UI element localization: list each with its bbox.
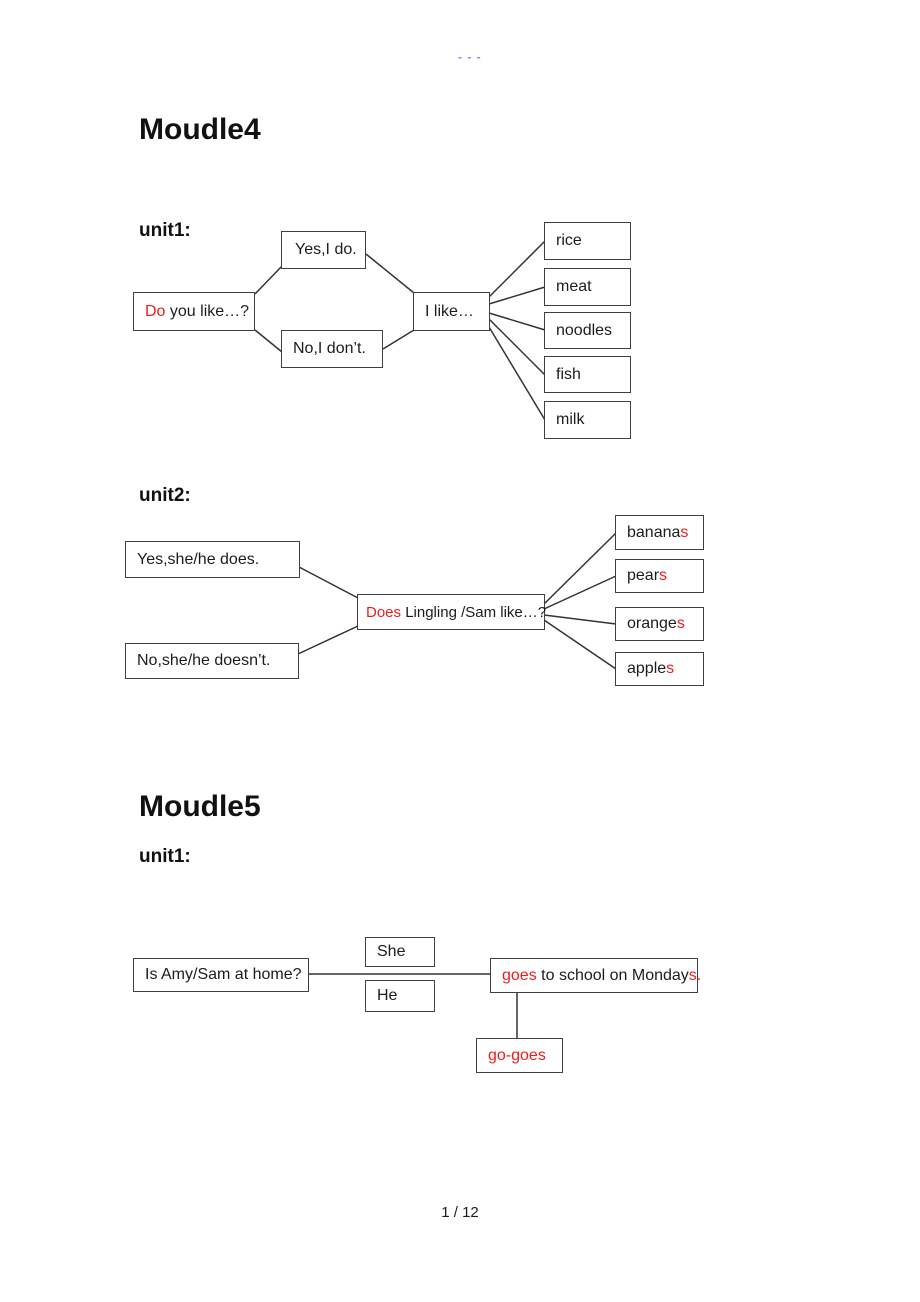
box-does-lingling-sam-like: Does Lingling /Sam like…? <box>357 594 547 630</box>
go-goes-text: go-goes <box>488 1046 546 1064</box>
box-fruit-pears: pears <box>615 559 704 593</box>
i-like-text: I like… <box>425 302 474 320</box>
yes-she-he-does-text: Yes,she/he does. <box>137 550 260 568</box>
no-i-dont-text: No,I don’t. <box>293 340 366 357</box>
box-no-she-he-doesnt: No,she/he doesn’t. <box>125 643 299 679</box>
module4-unit1-label: unit1: <box>139 220 191 241</box>
pronoun-he-text: He <box>377 987 398 1004</box>
box-fruit-oranges: oranges <box>615 607 704 641</box>
module5-title: Moudle5 <box>139 790 261 823</box>
box-food-noodles: noodles <box>544 312 631 349</box>
box-food-meat: meat <box>544 268 631 306</box>
yes-i-do-text: Yes,I do. <box>295 241 357 258</box>
footer-page-number: 1 / 12 <box>441 1204 479 1221</box>
box-pronoun-she: She <box>365 937 435 967</box>
box-food-rice: rice <box>544 222 631 260</box>
module5-unit1-label: unit1: <box>139 846 191 867</box>
do-rest-text: you like…? <box>165 302 250 320</box>
does-red-text: Does <box>366 603 402 621</box>
food-rice-text: rice <box>556 232 582 249</box>
fruit-bananas-suffix: s <box>680 523 689 541</box>
fruit-apples-suffix: s <box>666 660 675 677</box>
box-is-amy-sam-at-home: Is Amy/Sam at home? <box>133 958 309 992</box>
box-no-i-dont: No,I don’t. <box>281 330 383 368</box>
box-do-you-like: Do you like…? <box>133 292 255 331</box>
module4-title: Moudle4 <box>139 113 261 146</box>
do-red-text: Do <box>145 302 166 320</box>
fruit-bananas-base: banana <box>627 523 681 541</box>
is-amy-sam-text: Is Amy/Sam at home? <box>145 966 302 983</box>
goes-mid-text: to school on Monday <box>536 966 689 984</box>
box-fruit-bananas: bananas <box>615 515 704 550</box>
fruit-oranges-base: orange <box>627 615 677 632</box>
food-fish-text: fish <box>556 365 581 383</box>
no-she-he-doesnt-text: No,she/he doesn’t. <box>137 652 271 669</box>
fruit-pears-suffix: s <box>659 567 668 584</box>
box-food-fish: fish <box>544 356 631 393</box>
box-yes-she-he-does: Yes,she/he does. <box>125 541 300 578</box>
box-go-goes: go-goes <box>476 1038 563 1073</box>
box-pronoun-he: He <box>365 980 435 1012</box>
box-food-milk: milk <box>544 401 631 439</box>
does-rest-text: Lingling /Sam like…? <box>401 603 547 621</box>
box-i-like: I like… <box>413 292 490 331</box>
box-yes-i-do: Yes,I do. <box>281 231 366 269</box>
food-meat-text: meat <box>556 278 592 295</box>
goes-suffix-red-text: s. <box>688 966 702 984</box>
fruit-oranges-suffix: s <box>676 615 685 632</box>
module4-unit2-label: unit2: <box>139 485 191 506</box>
header-dashes: - - - <box>458 50 482 64</box>
pronoun-she-text: She <box>377 943 406 960</box>
box-goes-to-school: goes to school on Mondays. <box>490 958 702 993</box>
goes-red-text: goes <box>502 966 537 984</box>
box-fruit-apples: apples <box>615 652 704 686</box>
food-milk-text: milk <box>556 411 585 428</box>
fruit-pears-base: pear <box>627 567 660 584</box>
food-noodles-text: noodles <box>556 321 613 339</box>
fruit-apples-base: apple <box>627 660 667 677</box>
